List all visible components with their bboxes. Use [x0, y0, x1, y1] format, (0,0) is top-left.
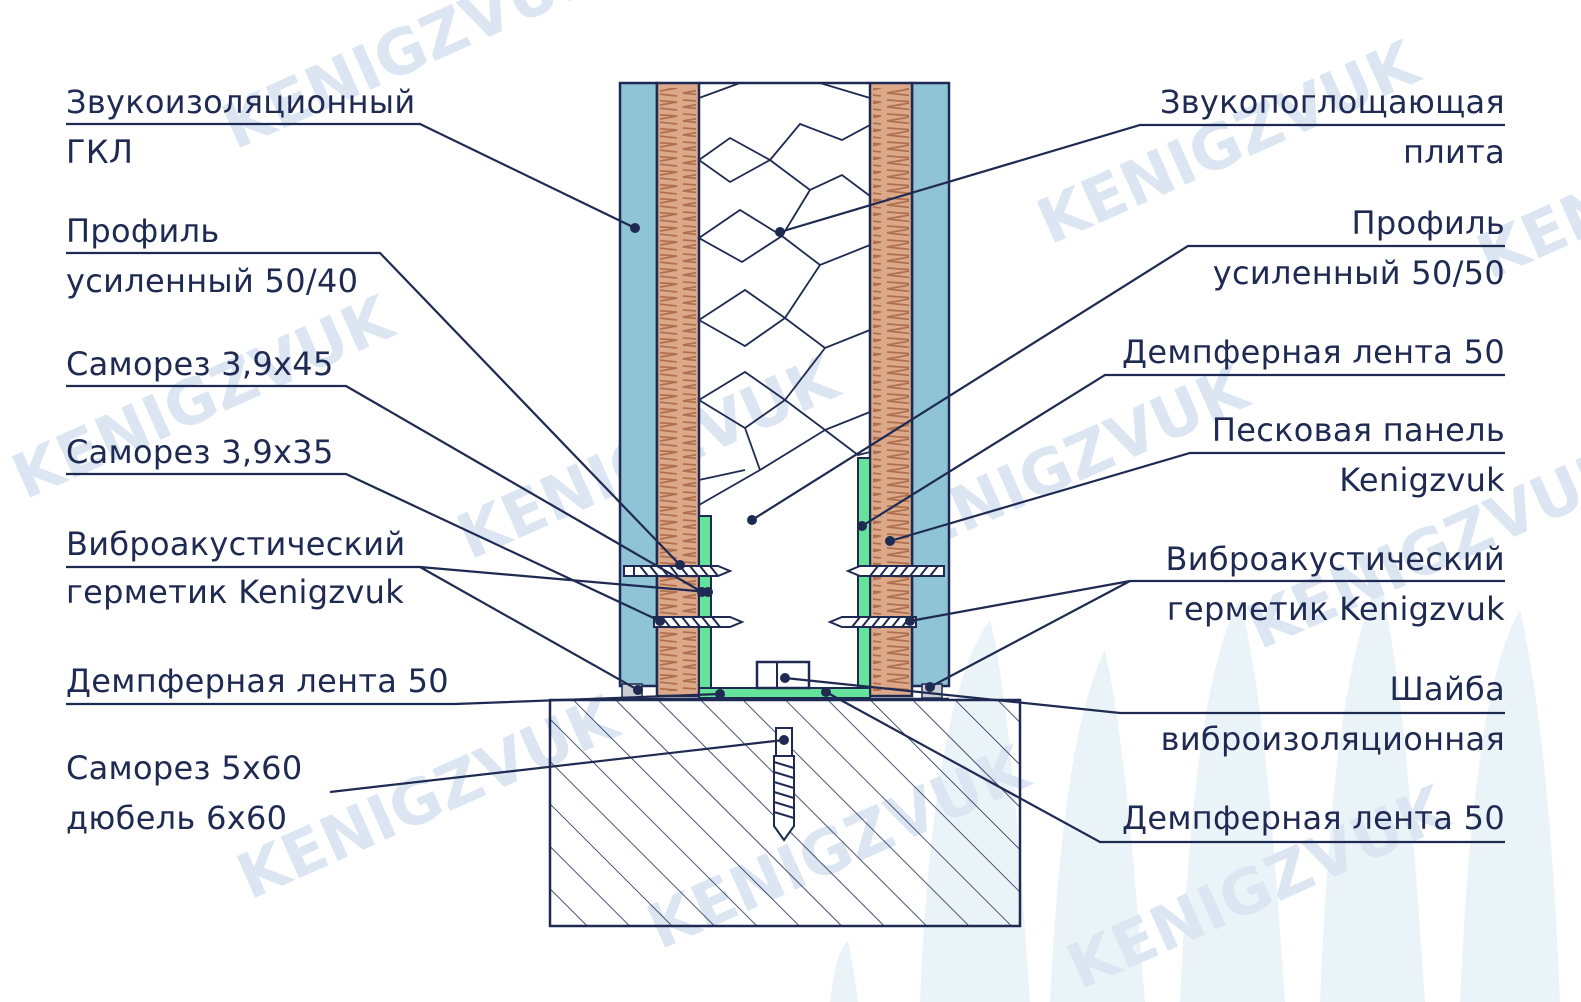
- label-line: герметик Kenigzvuk: [1166, 590, 1505, 628]
- label-line: герметик Kenigzvuk: [66, 573, 405, 611]
- label-washer: Шайба виброизоляционная: [1161, 669, 1505, 759]
- label-line: Виброакустический: [1165, 540, 1505, 578]
- label-profile-50-40: Профиль усиленный 50/40: [66, 211, 358, 301]
- label-damper-right-top: Демпферная лента 50: [1122, 332, 1505, 372]
- label-sealant-right: Виброакустический герметик Kenigzvuk: [1166, 539, 1506, 629]
- leader-lines: [66, 122, 1505, 844]
- label-screw-5x60: Саморез 5x60 дюбель 6x60: [66, 748, 302, 838]
- label-line: Саморез 5x60: [66, 749, 303, 787]
- screws: [623, 565, 945, 628]
- label-line: Звукопоглощающая: [1159, 83, 1505, 121]
- label-damper-right-bottom: Демпферная лента 50: [1122, 798, 1505, 838]
- label-line: Звукоизоляционный: [66, 83, 416, 121]
- label-line: Демпферная лента 50: [66, 662, 449, 700]
- label-line: усиленный 50/40: [66, 262, 359, 300]
- gkl-right: [910, 81, 951, 688]
- label-line: Шайба: [1389, 670, 1505, 708]
- label-absorbing-plate: Звукопоглощающая плита: [1160, 82, 1505, 172]
- label-line: Демпферная лента 50: [1122, 799, 1505, 837]
- label-line: Саморез 3,9x45: [66, 345, 334, 383]
- label-sealant-left: Виброакустический герметик Kenigzvuk: [66, 524, 406, 612]
- label-line: Песковая панель: [1211, 411, 1505, 449]
- label-line: виброизоляционная: [1160, 720, 1505, 758]
- label-line: Саморез 3,9x35: [66, 433, 334, 471]
- absorbing-plate: [697, 82, 871, 506]
- label-line: Профиль: [1351, 204, 1505, 242]
- label-screw-3-9x45: Саморез 3,9x45: [66, 344, 334, 384]
- label-line: Виброакустический: [66, 525, 406, 563]
- leader-dots: [630, 223, 935, 745]
- label-gkl: Звукоизоляционный ГКЛ: [66, 82, 415, 172]
- label-line: усиленный 50/50: [1212, 254, 1505, 292]
- label-damper-left: Демпферная лента 50: [66, 661, 449, 701]
- label-line: Демпферная лента 50: [1122, 333, 1505, 371]
- watermark: KENIGZVUK: [1, 280, 405, 513]
- label-line: Kenigzvuk: [1339, 461, 1505, 499]
- label-line: дюбель 6x60: [66, 799, 288, 837]
- label-sand-panel: Песковая панель Kenigzvuk: [1212, 410, 1505, 500]
- label-screw-3-9x35: Саморез 3,9x35: [66, 432, 334, 472]
- label-line: Профиль: [66, 212, 220, 250]
- gkl-left: [618, 81, 659, 688]
- label-profile-50-50: Профиль усиленный 50/50: [1213, 203, 1505, 293]
- label-line: ГКЛ: [66, 133, 134, 171]
- label-line: плита: [1403, 133, 1505, 171]
